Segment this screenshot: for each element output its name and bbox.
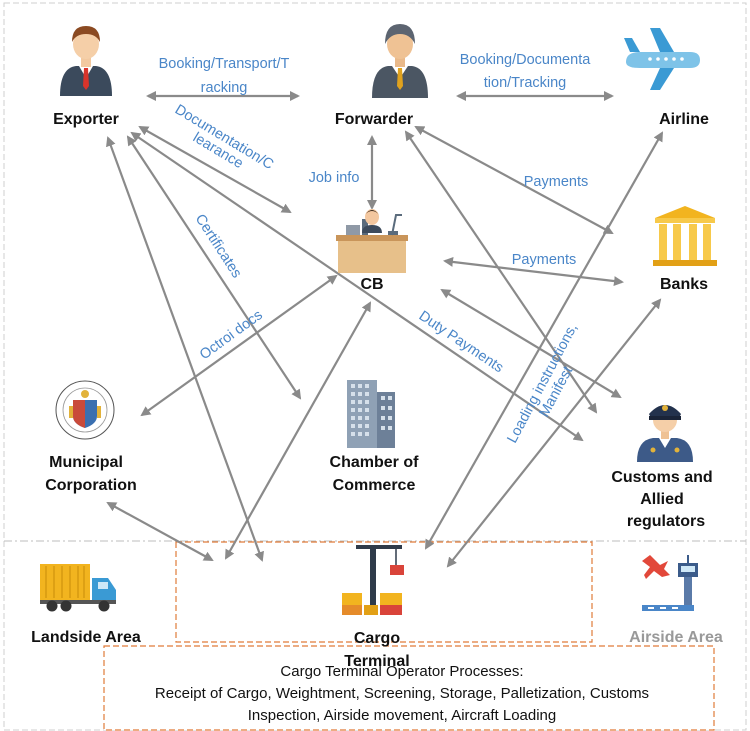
process-title: Cargo Terminal Operator Processes: — [280, 663, 523, 680]
node-chamber-2: Commerce — [333, 477, 416, 494]
node-chamber-1: Chamber of — [330, 454, 420, 471]
truck-icon — [40, 564, 116, 612]
label-payments-forwarder: Payments — [524, 174, 588, 190]
airplane-icon — [624, 28, 700, 90]
office-desk-icon — [336, 209, 408, 273]
label-octroi: Octroi docs — [197, 307, 266, 363]
business-man-icon — [372, 24, 428, 98]
label-booking-transport-1: Booking/Transport/T — [159, 56, 290, 72]
edge-cargo-banks — [446, 298, 662, 568]
edge-exporter-chamber — [126, 135, 302, 400]
crane-container-icon — [342, 545, 404, 615]
edges — [106, 91, 663, 568]
label-payments-cb: Payments — [512, 252, 576, 268]
node-cb: CB — [360, 276, 383, 293]
node-labels: Exporter Forwarder Airline CB Banks Muni… — [31, 111, 723, 670]
label-booking-doc-2: tion/Tracking — [484, 75, 566, 91]
business-man-icon — [60, 26, 112, 96]
bank-building-icon — [653, 206, 717, 266]
cargo-terminal-zone — [175, 541, 593, 643]
node-airline: Airline — [659, 111, 709, 128]
zone-landside: Landside Area — [31, 629, 141, 646]
airport-tower-icon — [642, 555, 698, 611]
label-duty: Duty Payments — [416, 308, 506, 376]
process-text-group: Cargo Terminal Operator Processes: Recei… — [155, 663, 649, 724]
label-booking-doc-1: Booking/Documenta — [460, 52, 592, 68]
municipal-seal-icon — [55, 380, 115, 440]
process-line-1: Receipt of Cargo, Weightment, Screening,… — [155, 685, 649, 702]
node-customs-3: regulators — [627, 513, 705, 530]
process-line-2: Inspection, Airside movement, Aircraft L… — [248, 707, 557, 724]
edge-cargo-cb — [225, 301, 371, 560]
node-cargo-1: Cargo — [354, 630, 400, 647]
label-booking-transport-2: racking — [201, 80, 248, 96]
node-banks: Banks — [660, 276, 708, 293]
node-exporter: Exporter — [53, 111, 119, 128]
edge-municipal-cb — [140, 274, 338, 417]
process-box — [103, 645, 715, 731]
node-municipal-2: Corporation — [45, 477, 137, 494]
office-tower-icon — [347, 380, 395, 448]
zone-airside: Airside Area — [629, 629, 723, 646]
edge-exporter-cargo — [106, 136, 264, 562]
edge-municipal-cargo — [106, 502, 214, 561]
node-municipal-1: Municipal — [49, 454, 123, 471]
node-forwarder: Forwarder — [335, 111, 413, 128]
customs-officer-icon — [637, 405, 693, 462]
node-customs-2: Allied — [640, 491, 684, 508]
label-job-info: Job info — [309, 170, 360, 186]
node-customs-1: Customs and — [611, 469, 712, 486]
node-cargo-2: Terminal — [344, 653, 410, 670]
